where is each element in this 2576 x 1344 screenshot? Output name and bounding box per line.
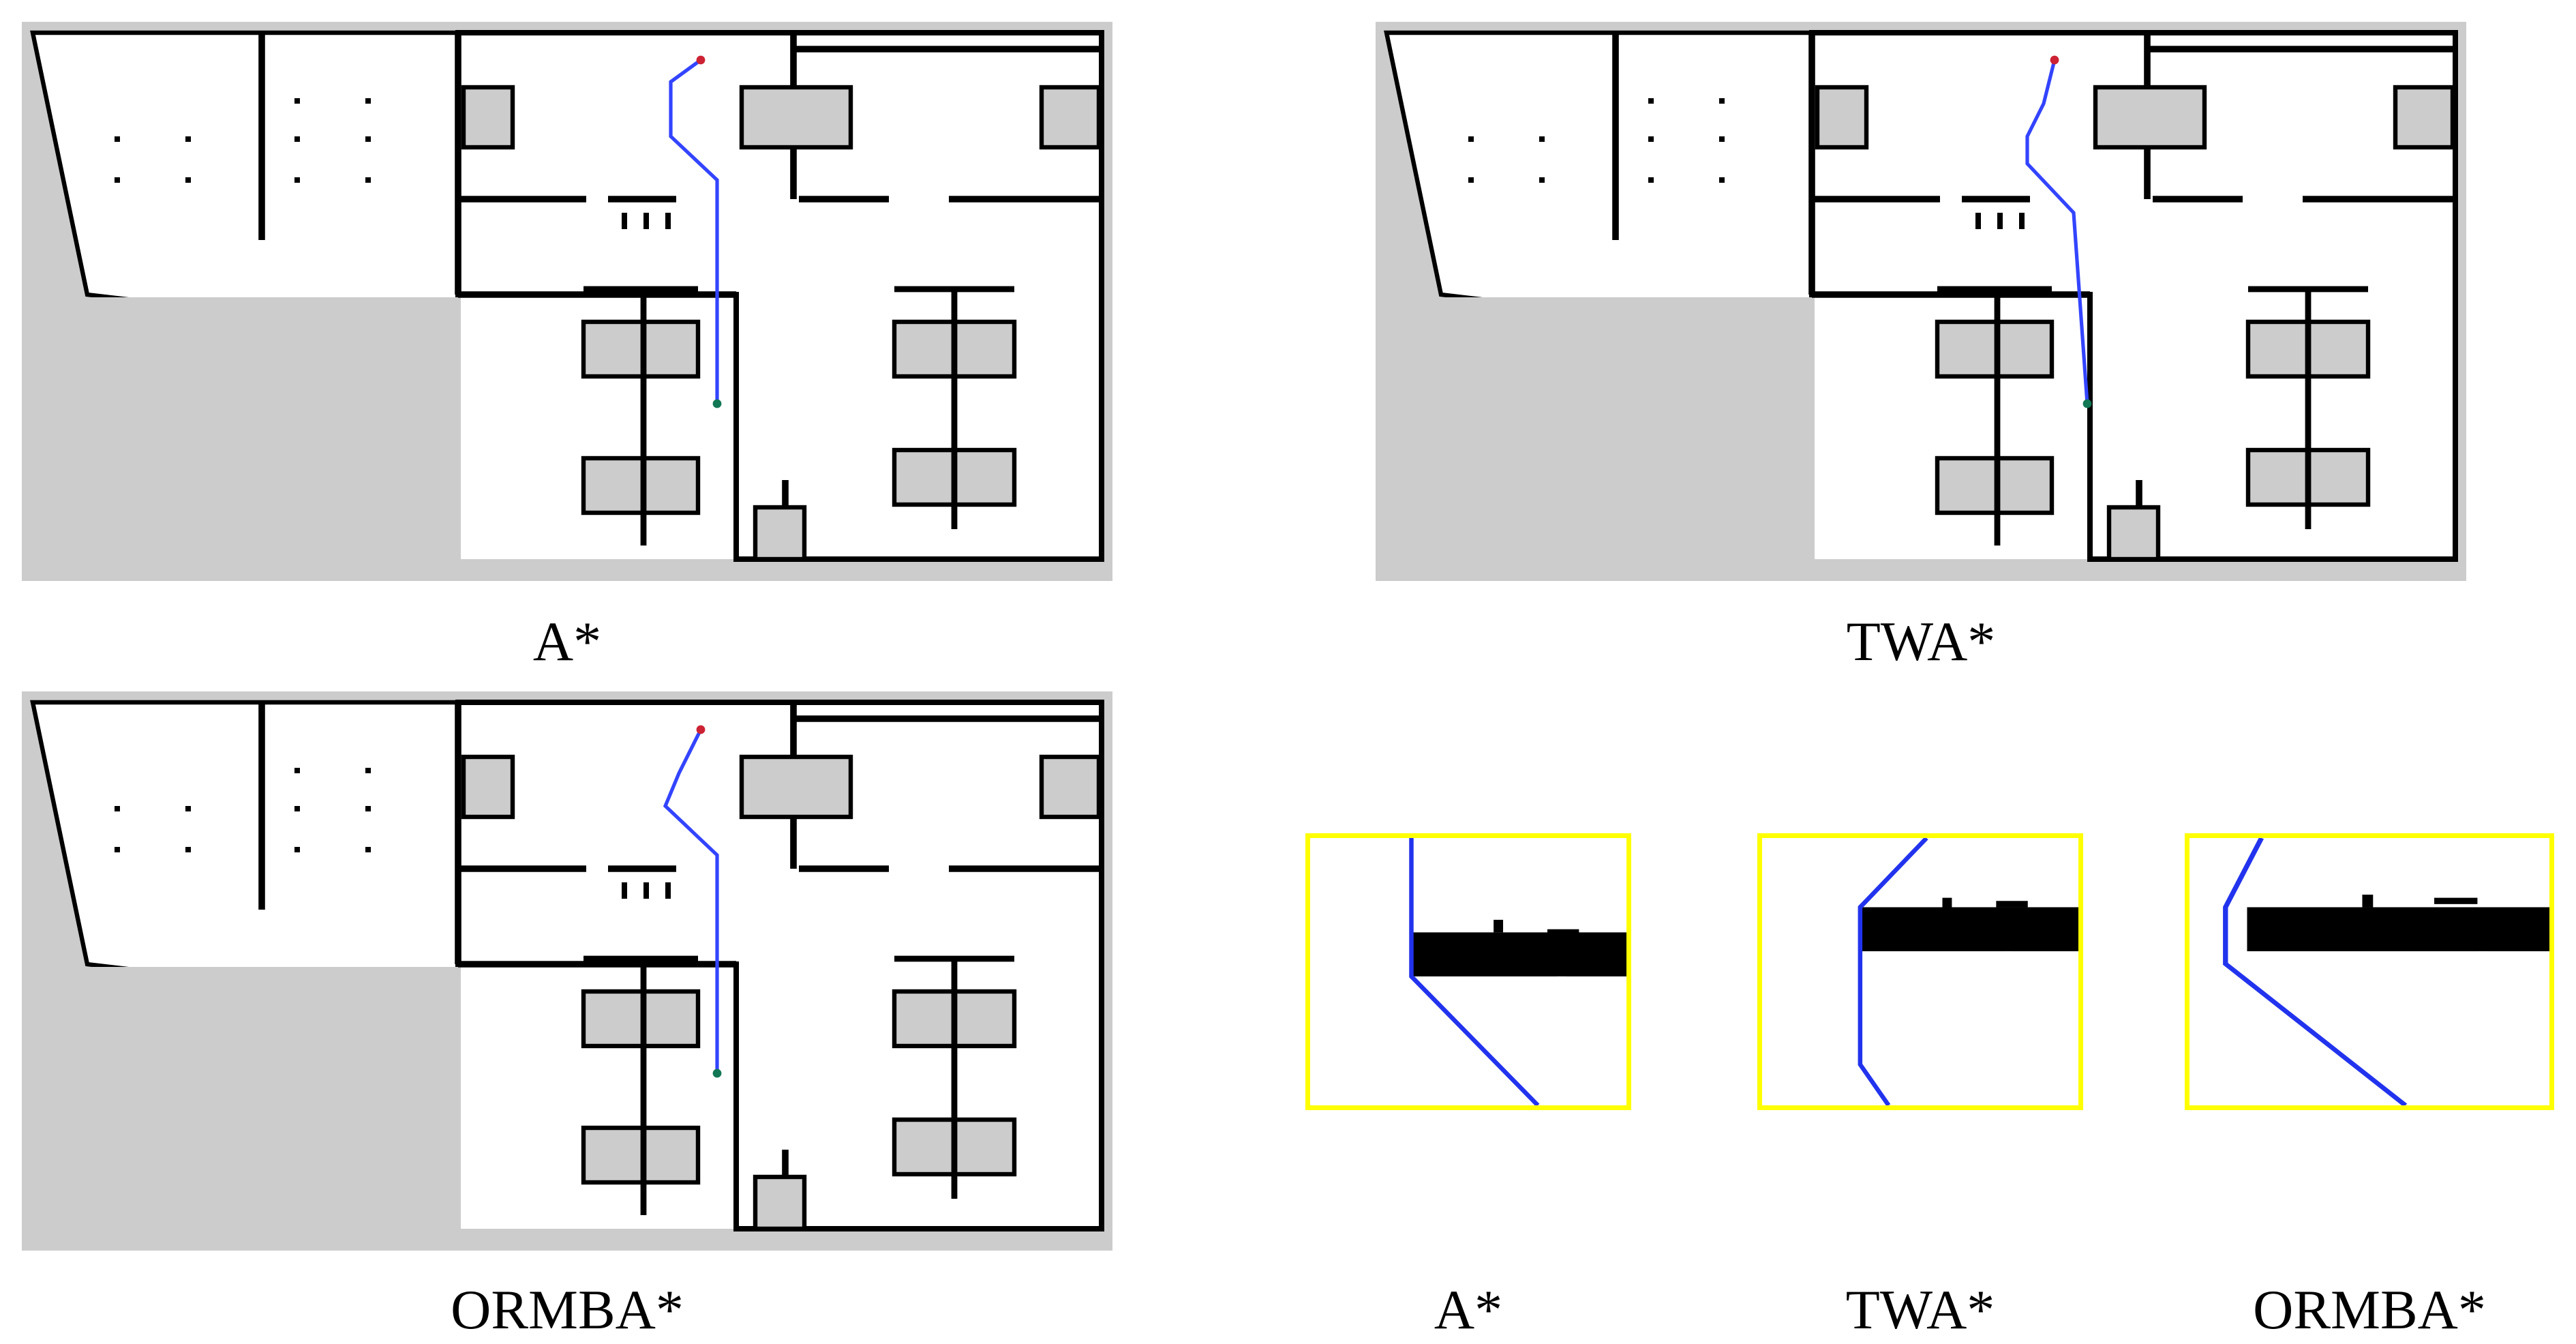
caption-zoom-twa-star: TWA* bbox=[1845, 1279, 1995, 1341]
goal-marker bbox=[2082, 399, 2092, 408]
goal-marker bbox=[712, 399, 722, 408]
map-panel-ormba-star bbox=[22, 691, 1112, 1251]
caption-ormba-star: ORMBA* bbox=[451, 1279, 684, 1341]
path-a-star bbox=[669, 58, 719, 404]
path-ormba-star bbox=[663, 728, 719, 1073]
start-marker bbox=[696, 55, 706, 65]
map-twa-star bbox=[1376, 22, 2466, 581]
caption-zoom-ormba-star: ORMBA* bbox=[2253, 1279, 2486, 1341]
map-panel-a-star bbox=[22, 22, 1112, 581]
start-marker bbox=[696, 725, 706, 734]
zoom-inset-a-star bbox=[1305, 833, 1631, 1110]
zoom-a-star-view bbox=[1409, 838, 1626, 1105]
map-ormba-star bbox=[22, 691, 1112, 1251]
map-a-star bbox=[22, 22, 1112, 581]
start-marker bbox=[2050, 55, 2059, 65]
caption-zoom-a-star: A* bbox=[1434, 1279, 1503, 1341]
caption-twa-star: TWA* bbox=[1846, 610, 1996, 672]
path-twa-star bbox=[2025, 59, 2089, 404]
goal-marker bbox=[712, 1069, 722, 1078]
caption-a-star: A* bbox=[532, 610, 602, 672]
zoom-inset-ormba-star bbox=[2185, 833, 2554, 1110]
zoom-inset-twa-star bbox=[1757, 833, 2083, 1110]
zoom-ormba-star-view bbox=[2223, 838, 2549, 1105]
zoom-twa-star-view bbox=[1858, 838, 2078, 1105]
map-panel-twa-star bbox=[1376, 22, 2466, 581]
